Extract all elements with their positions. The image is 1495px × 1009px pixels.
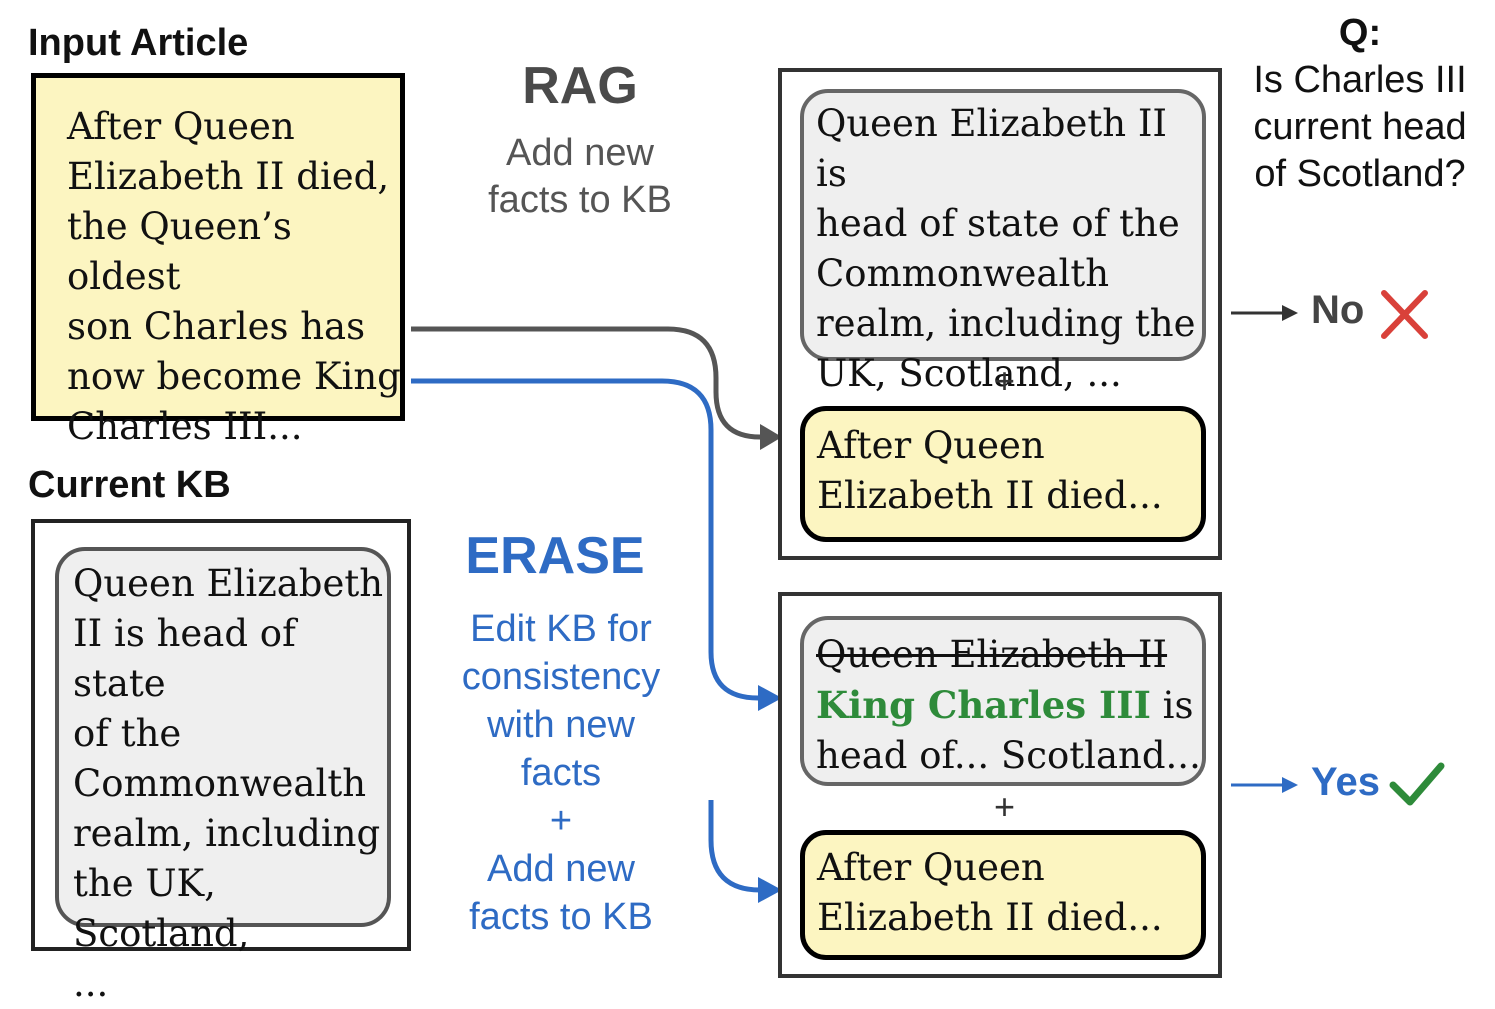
erase-edited-fact-card: Queen Elizabeth II King Charles III is h… <box>800 616 1206 786</box>
rag-new-fact-text: After Queen Elizabeth II died... <box>817 424 1163 517</box>
erase-subtitle: Edit KB for consistency with new facts +… <box>461 608 661 938</box>
erase-title: ERASE <box>465 527 645 585</box>
input-article-text: After Queen Elizabeth II died, the Queen… <box>67 105 401 448</box>
rag-title: RAG <box>522 57 638 115</box>
current-kb-heading: Current KB <box>28 464 231 506</box>
rag-answer-arrowhead <box>1282 305 1298 321</box>
check-icon <box>1389 762 1445 806</box>
rag-arrow <box>411 326 761 440</box>
erase-new-fact-text: After Queen Elizabeth II died... <box>817 846 1163 939</box>
current-kb-fact-text: Queen Elizabeth II is head of state of t… <box>73 562 384 1005</box>
rag-kb-fact-card: Queen Elizabeth II is head of state of t… <box>800 89 1206 395</box>
current-kb-box: Queen Elizabeth II is head of state of t… <box>31 519 411 1005</box>
rag-plus: + <box>994 360 1016 401</box>
rag-kb-fact-text: Queen Elizabeth II is head of state of t… <box>816 102 1196 395</box>
erase-new-fact-card: After Queen Elizabeth II died... <box>800 830 1206 960</box>
erase-arrowhead-edit <box>758 685 782 711</box>
rag-answer: No <box>1311 288 1365 332</box>
rag-subtitle: Add new facts to KB <box>488 132 672 221</box>
rag-new-fact-card: After Queen Elizabeth II died... <box>800 406 1206 542</box>
erase-arrow-add <box>708 800 761 893</box>
question: Q: Is Charles III current head of Scotla… <box>1236 10 1484 198</box>
rag-result-box: Queen Elizabeth II is head of state of t… <box>778 68 1222 560</box>
erase-answer-arrowhead <box>1282 777 1298 793</box>
new-entity: King Charles III <box>816 683 1151 727</box>
erase-arrowhead-add <box>758 877 782 903</box>
rag-arrowhead <box>760 424 782 450</box>
erase-answer: Yes <box>1311 760 1380 804</box>
input-article-heading: Input Article <box>28 22 249 64</box>
erase-edited-fact-text: Queen Elizabeth II King Charles III is h… <box>816 630 1201 781</box>
erase-plus: + <box>994 786 1016 827</box>
question-label: Q: <box>1338 12 1382 54</box>
struck-old-entity: Queen Elizabeth II <box>816 633 1168 676</box>
erase-result-box: Queen Elizabeth II King Charles III is h… <box>778 592 1222 978</box>
input-article-box: After Queen Elizabeth II died, the Queen… <box>31 73 405 448</box>
current-kb-fact-card: Queen Elizabeth II is head of state of t… <box>55 547 391 1005</box>
erase-arrow-edit <box>411 378 759 701</box>
cross-icon <box>1381 290 1428 339</box>
